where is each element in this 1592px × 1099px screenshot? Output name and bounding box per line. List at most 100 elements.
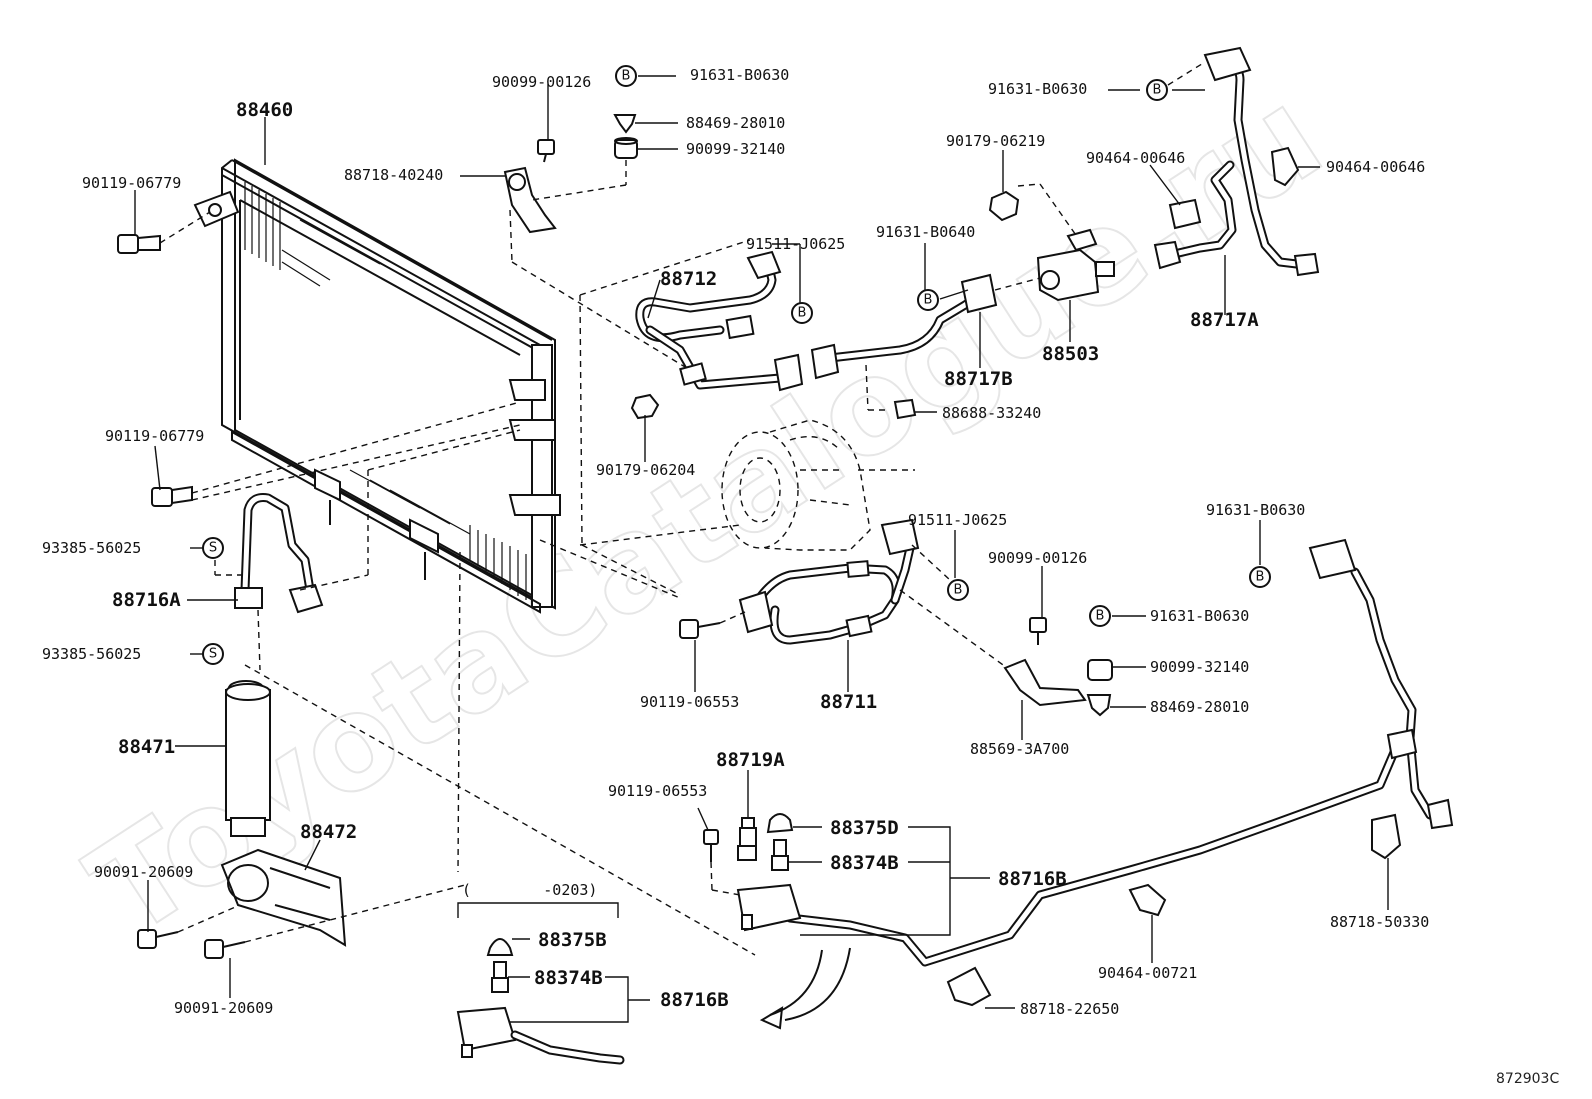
label-91631-B0630-a: 91631-B0630 (690, 66, 789, 84)
label-93385-56025-b: 93385-56025 (42, 645, 141, 663)
grommet-88469-28010-lower[interactable] (1086, 694, 1112, 717)
label-90119-06553-a: 90119-06553 (640, 693, 739, 711)
label-90091-20609-a: 90091-20609 (94, 863, 193, 881)
label-88503: 88503 (1042, 343, 1099, 365)
tube-88717B[interactable] (810, 273, 998, 380)
cushion-90099-32140-lower[interactable] (1087, 659, 1113, 681)
label-93385-56025-a: 93385-56025 (42, 539, 141, 557)
label-88374B-b: 88374B (534, 967, 603, 989)
label-91631-B0640: 91631-B0640 (876, 223, 975, 241)
svg-text:S: S (209, 647, 217, 662)
cap-88375D[interactable] (766, 813, 794, 834)
label-88717A: 88717A (1190, 309, 1259, 331)
date-range-note: ( -0203) (462, 881, 597, 899)
marker-b-1: B (615, 65, 637, 87)
clip-88688-33240[interactable] (893, 398, 917, 420)
label-88569-3A700: 88569-3A700 (970, 740, 1069, 758)
label-90099-32140-a: 90099-32140 (686, 140, 785, 158)
label-88711: 88711 (820, 691, 877, 713)
label-88471: 88471 (118, 736, 175, 758)
label-90464-00646-a: 90464-00646 (1086, 149, 1185, 167)
switch-88719A[interactable] (737, 817, 757, 861)
label-88716B-b: 88716B (660, 989, 729, 1011)
marker-b-7: B (1249, 566, 1271, 588)
label-88712: 88712 (660, 268, 717, 290)
condenser-88460[interactable] (193, 158, 561, 614)
label-88718-22650: 88718-22650 (1020, 1000, 1119, 1018)
switch-88374B[interactable] (771, 839, 789, 871)
bolt-90119-06779-top[interactable] (117, 234, 161, 254)
receiver-drier-88471[interactable] (225, 680, 271, 837)
expansion-valve-88503[interactable] (1036, 228, 1115, 302)
svg-text:B: B (924, 293, 933, 308)
label-88472: 88472 (300, 821, 357, 843)
tube-88711[interactable] (738, 518, 920, 645)
label-90099-00126-a: 90099-00126 (492, 73, 591, 91)
svg-text:B: B (1153, 83, 1162, 98)
label-90119-06779-a: 90119-06779 (82, 174, 181, 192)
label-90179-06204: 90179-06204 (596, 461, 695, 479)
label-90099-32140-b: 90099-32140 (1150, 658, 1249, 676)
inset-switch-block[interactable] (456, 1006, 625, 1065)
label-90464-00646-b: 90464-00646 (1326, 158, 1425, 176)
tube-88716B[interactable] (785, 538, 1454, 967)
marker-s-1: S (202, 537, 224, 559)
bracket-88569-3A700[interactable] (1003, 658, 1087, 707)
inset-cap-88375B[interactable] (486, 938, 514, 956)
bolt-90091-20609-left[interactable] (137, 929, 179, 949)
svg-text:B: B (1096, 609, 1105, 624)
tube-88712[interactable] (635, 250, 804, 392)
clamp-88718-22650[interactable] (946, 966, 992, 1007)
svg-text:B: B (622, 69, 631, 84)
nut-90179-06219[interactable] (988, 190, 1020, 222)
label-88718-50330: 88718-50330 (1330, 913, 1429, 931)
bolt-90119-06553-lower[interactable] (703, 829, 719, 862)
bracket-88718-40240[interactable] (503, 166, 557, 234)
label-88718-40240: 88718-40240 (344, 166, 443, 184)
label-88375D: 88375D (830, 817, 899, 839)
clamp-88718-50330[interactable] (1371, 813, 1402, 860)
cushion-90099-32140-top[interactable] (614, 137, 638, 159)
label-88469-28010-a: 88469-28010 (686, 114, 785, 132)
label-91511-J0625-b: 91511-J0625 (908, 511, 1007, 529)
svg-text:B: B (1256, 570, 1265, 585)
svg-text:B: B (798, 306, 807, 321)
label-91631-B0630-d: 91631-B0630 (1206, 501, 1305, 519)
bolt-90119-06779-mid[interactable] (151, 485, 193, 507)
figure-ref: 872903C (1496, 1071, 1559, 1087)
label-90119-06553-b: 90119-06553 (608, 782, 707, 800)
marker-b-2: B (791, 302, 813, 324)
marker-s-2: S (202, 643, 224, 665)
bolt-90099-00126-top[interactable] (537, 139, 555, 163)
marker-b-5: B (947, 579, 969, 601)
clip-90464-00646-right[interactable] (1270, 146, 1300, 187)
label-91631-B0630-b: 91631-B0630 (988, 80, 1087, 98)
tube-88716A[interactable] (234, 493, 324, 614)
tube-88717A[interactable] (1153, 46, 1320, 277)
svg-text:B: B (954, 583, 963, 598)
label-88688-33240: 88688-33240 (942, 404, 1041, 422)
inset-switch-88374B[interactable] (491, 961, 509, 993)
label-88716B-a: 88716B (998, 868, 1067, 890)
bracket-88472[interactable] (220, 848, 347, 947)
marker-b-4: B (1146, 79, 1168, 101)
grommet-88469-28010-top[interactable] (613, 114, 637, 134)
label-90119-06779-b: 90119-06779 (105, 427, 204, 445)
clip-90464-00646-left[interactable] (1168, 198, 1202, 230)
bolt-90119-06553-upper[interactable] (679, 619, 721, 639)
label-88469-28010-b: 88469-28010 (1150, 698, 1249, 716)
label-88719A: 88719A (716, 749, 785, 771)
bolt-90091-20609-right[interactable] (204, 939, 246, 959)
compressor-phantom (721, 419, 871, 551)
clip-90464-00721[interactable] (1128, 883, 1167, 917)
label-88716A: 88716A (112, 589, 181, 611)
label-90464-00721: 90464-00721 (1098, 964, 1197, 982)
label-91631-B0630-c: 91631-B0630 (1150, 607, 1249, 625)
label-90099-00126-b: 90099-00126 (988, 549, 1087, 567)
pressure-switch-block[interactable] (736, 883, 802, 932)
marker-b-6: B (1089, 605, 1111, 627)
bolt-90099-00126-lower[interactable] (1029, 617, 1047, 645)
marker-b-3: B (917, 289, 939, 311)
label-88375B: 88375B (538, 929, 607, 951)
nut-90179-06204[interactable] (630, 393, 660, 420)
